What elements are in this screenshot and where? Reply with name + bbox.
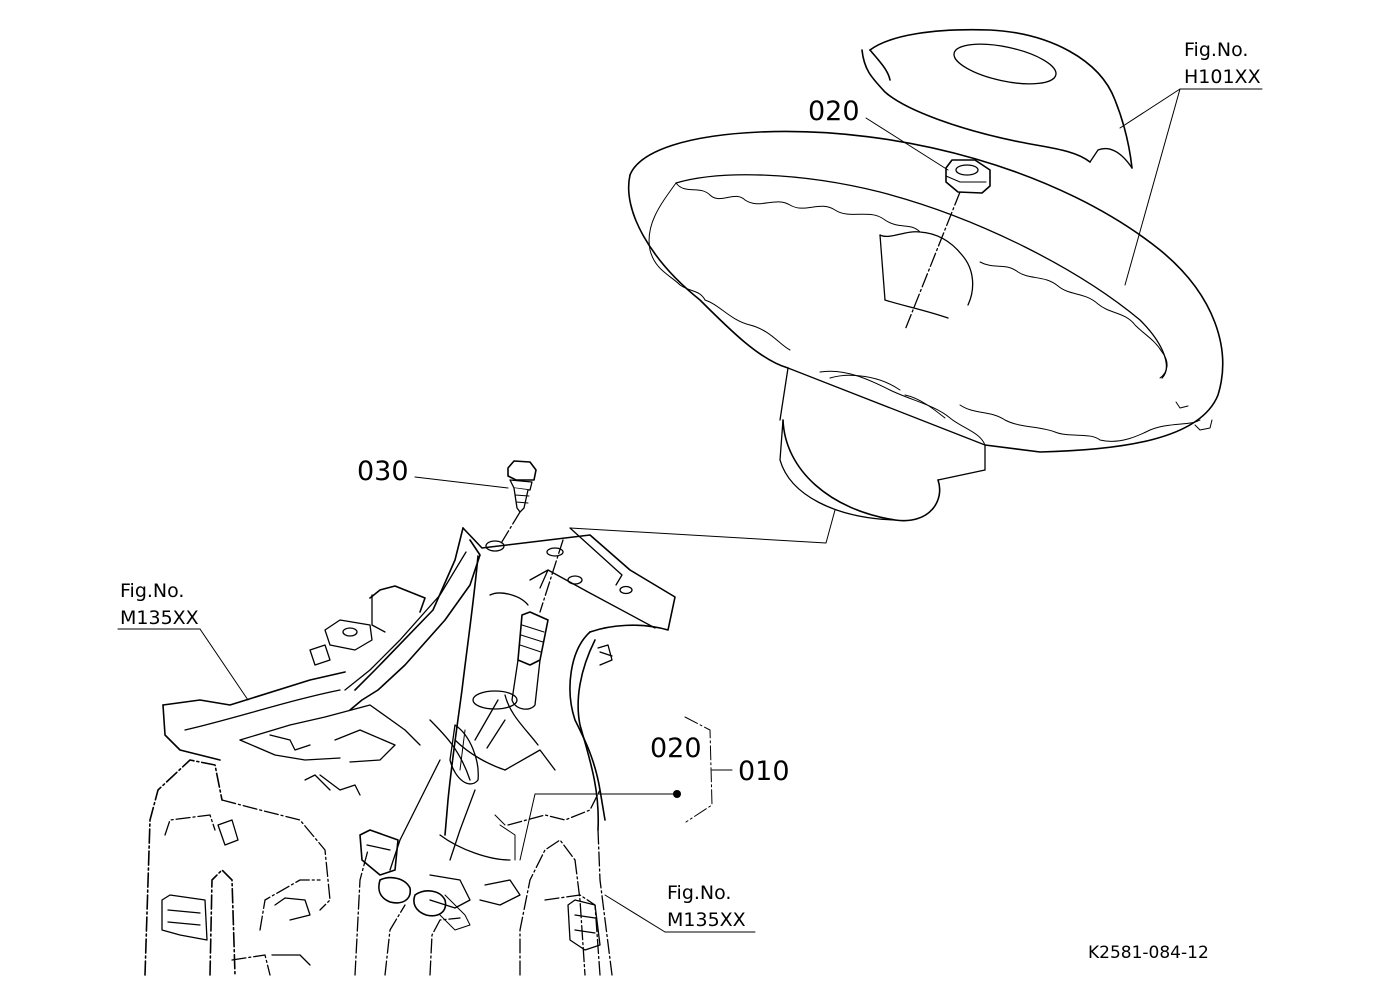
bolt-axis xyxy=(499,511,521,546)
steering-wheel xyxy=(627,130,1224,522)
steering-axis-lower xyxy=(539,539,564,613)
fig-ref-panel-bottom-line2: M135XX xyxy=(667,909,746,931)
fig-ref-panel-bottom-line1: Fig.No. xyxy=(667,882,731,904)
horn-cap xyxy=(861,28,1133,169)
label-part-020-group: 020 xyxy=(650,733,702,764)
bolt-030 xyxy=(507,460,537,513)
label-part-030: 030 xyxy=(357,456,409,487)
nut-020 xyxy=(945,159,991,194)
steering-axis xyxy=(904,191,961,331)
leader-lines xyxy=(117,88,1263,933)
label-part-020-top: 020 xyxy=(808,96,860,127)
leader-dot xyxy=(673,790,681,798)
fig-ref-panel-left-line1: Fig.No. xyxy=(120,580,184,602)
fig-ref-steering-wheel-line1: Fig.No. xyxy=(1184,39,1248,61)
drawing-code: K2581-084-12 xyxy=(1088,943,1209,963)
fig-ref-steering-wheel-line2: H101XX xyxy=(1184,66,1261,88)
steering-column-assembly xyxy=(144,527,676,976)
part-labels: 020 030 020 010 Fig.No. H101XX Fig.No. M… xyxy=(120,39,1261,963)
fig-ref-panel-left-line2: M135XX xyxy=(120,607,199,629)
label-part-010: 010 xyxy=(738,756,790,787)
